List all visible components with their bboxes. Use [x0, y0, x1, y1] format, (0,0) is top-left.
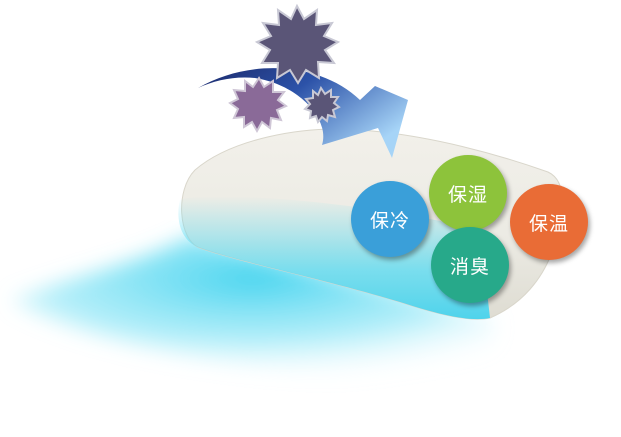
- germ-small-icon: [303, 85, 341, 125]
- feature-badge-warming: 保温: [510, 184, 588, 260]
- feature-label: 保湿: [447, 183, 488, 206]
- feature-label: 保温: [528, 212, 569, 235]
- feature-badge-cooling: 保冷: [351, 181, 429, 257]
- arrow-icon: [198, 68, 408, 158]
- feature-badge-moisture: 保湿: [429, 155, 507, 231]
- feature-badge-deodorizing: 消臭: [431, 227, 509, 303]
- feature-label: 保冷: [369, 209, 410, 232]
- feature-label: 消臭: [449, 255, 490, 278]
- germ-purple-icon: [228, 76, 288, 134]
- cool-glow: [10, 235, 495, 380]
- germ-large-icon: [254, 3, 341, 85]
